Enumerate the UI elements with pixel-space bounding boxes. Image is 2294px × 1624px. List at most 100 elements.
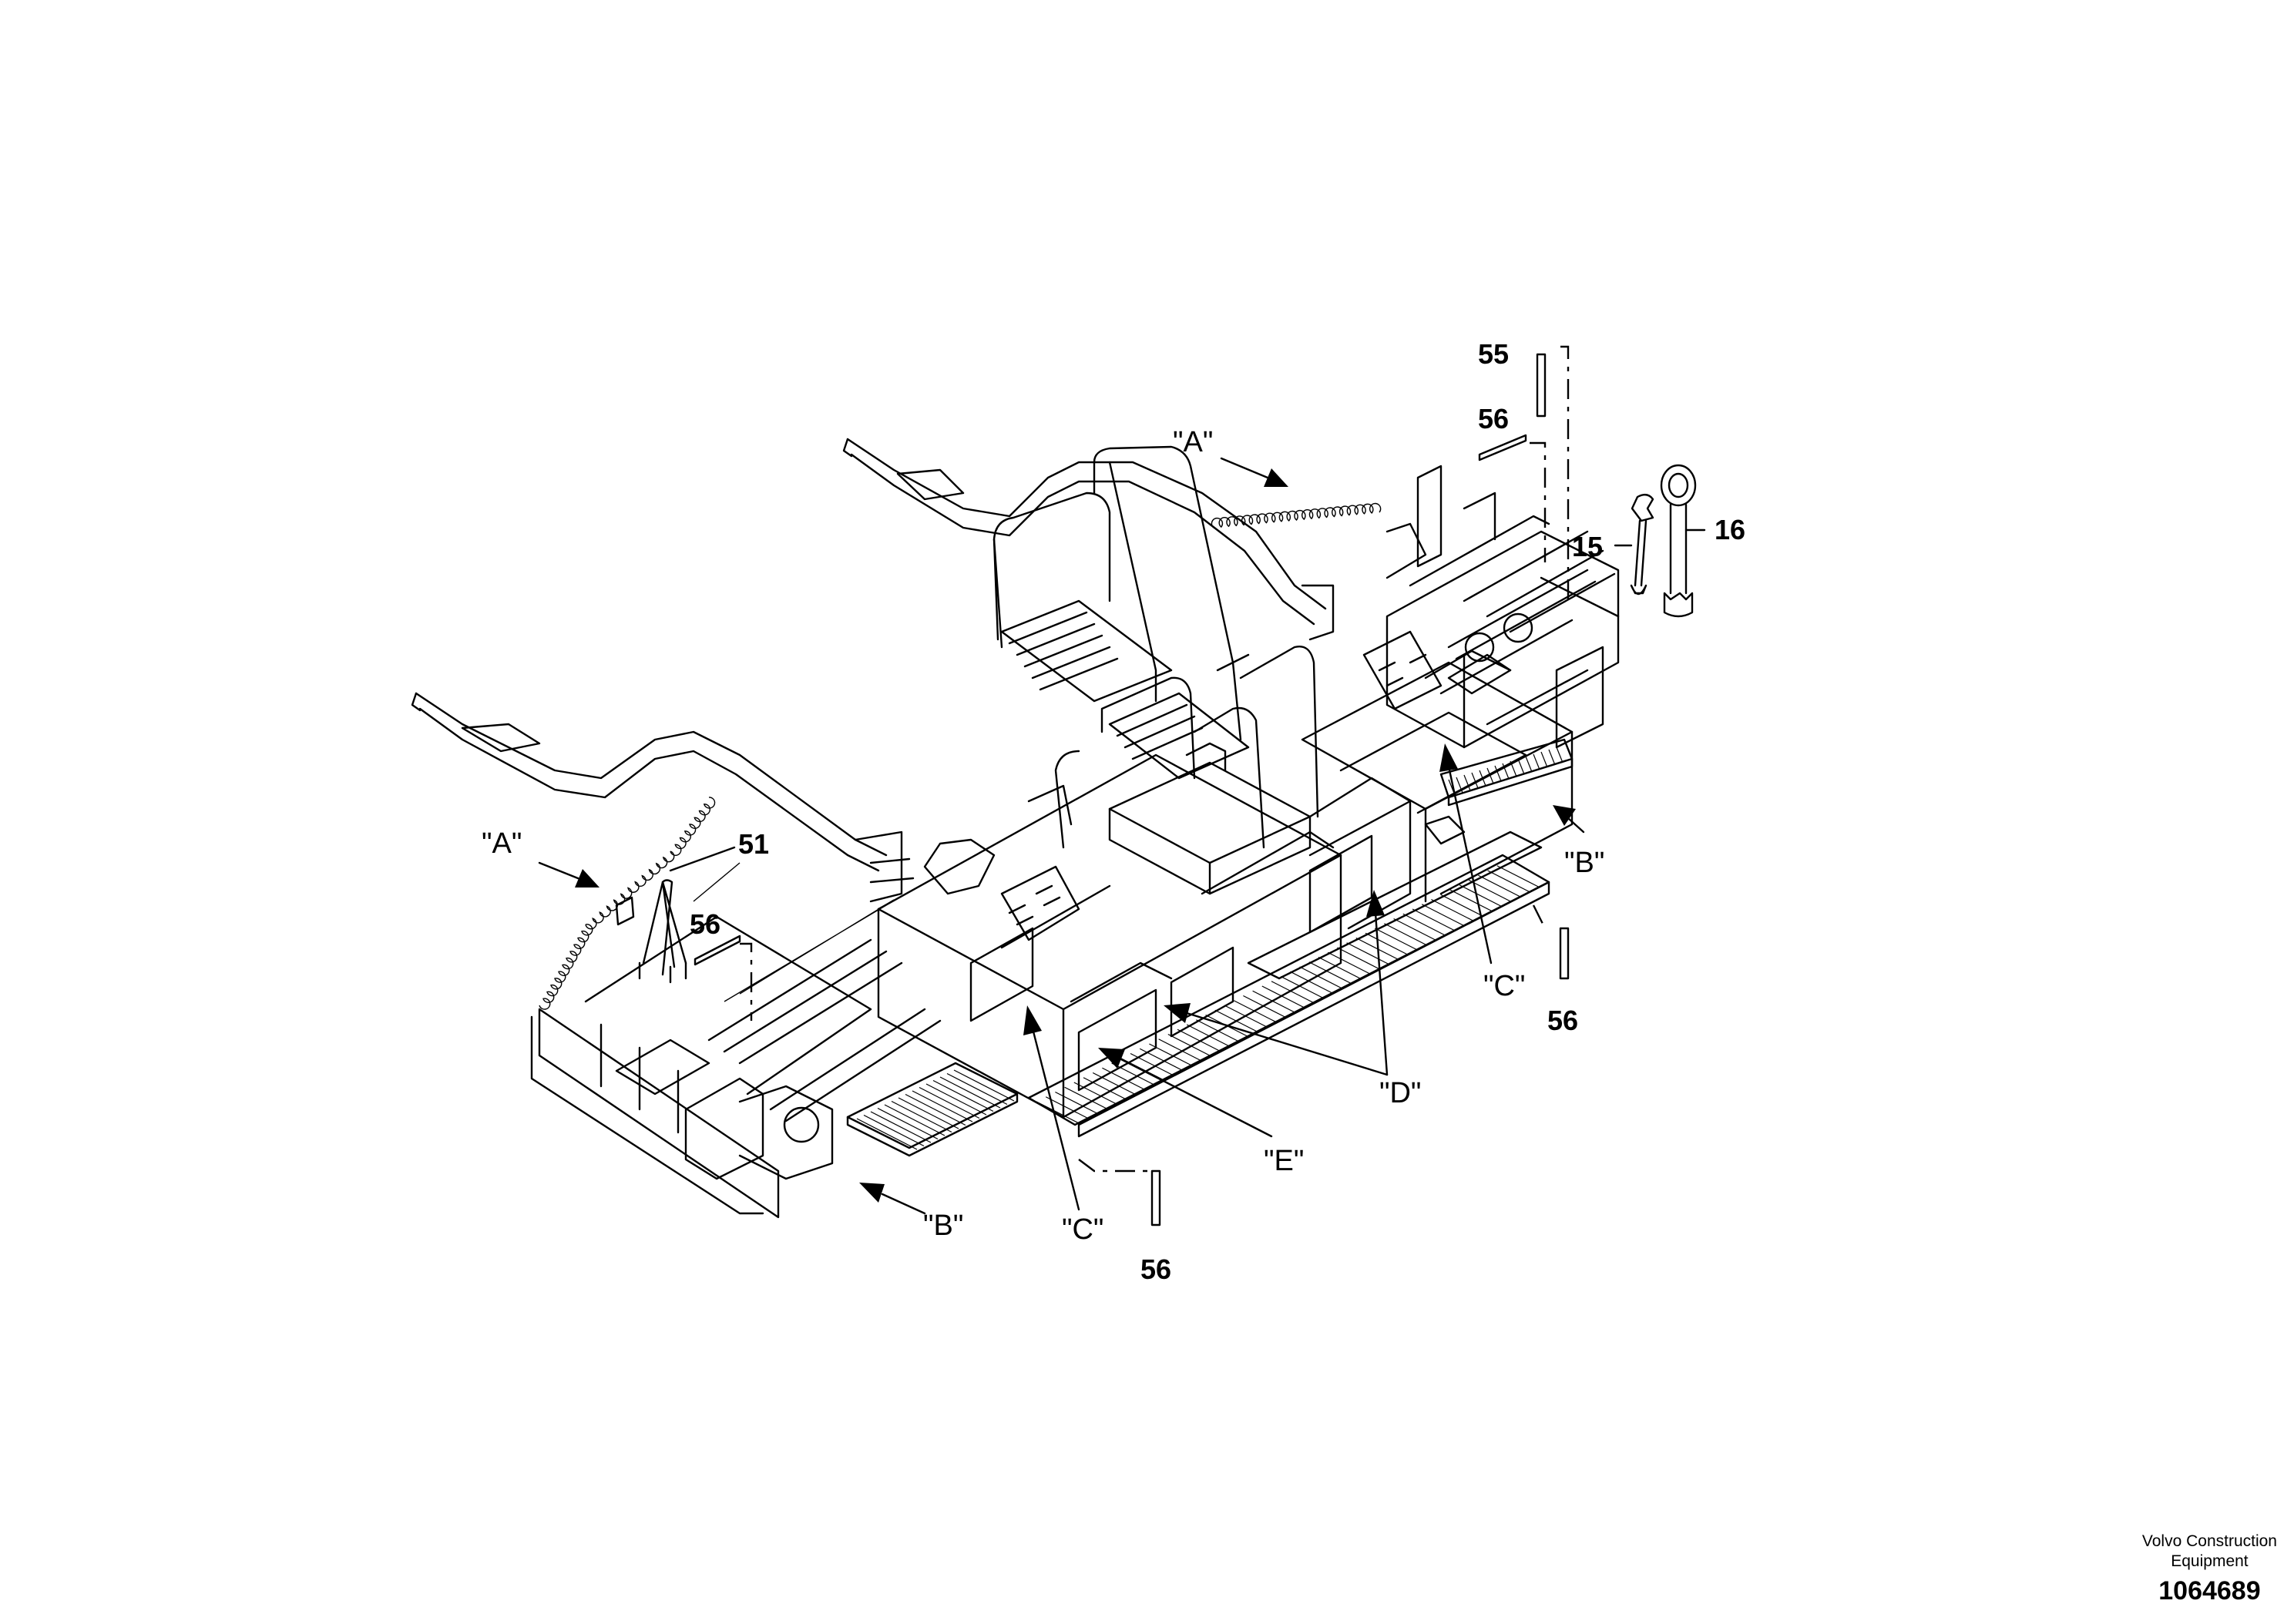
view-label-c-right: "C" [1483, 970, 1525, 1002]
grating-bar [1440, 894, 1483, 917]
grating-bar [1130, 1052, 1174, 1076]
grating-bar [1463, 774, 1471, 791]
grating-bar [1421, 904, 1465, 927]
view-arrows [538, 457, 1585, 1215]
grating-bar [1261, 985, 1305, 1008]
view-label-c-lower: "C" [1062, 1213, 1103, 1246]
grating-bar [1102, 1067, 1145, 1090]
part-56-decal-plates [694, 434, 1570, 1226]
drawing-footer: Volvo Construction Equipment 1064689 [2142, 1532, 2277, 1606]
coiled-cables [539, 502, 1382, 1010]
grating-bar [1149, 1043, 1192, 1066]
grating-bar [1365, 932, 1409, 955]
grating-bar [1487, 870, 1530, 893]
grating-bar [1517, 758, 1525, 775]
grating-bar [912, 1090, 973, 1122]
grating-bar [1064, 1086, 1107, 1109]
view-labels: "A" "A" "B" "B" "C" "C" "D" "E" [482, 426, 1604, 1246]
grating-bar [1036, 1101, 1080, 1124]
grating-bar [1468, 879, 1512, 903]
grating-bar [1456, 777, 1463, 794]
grating-bar [1308, 961, 1352, 985]
grating-bar [1412, 908, 1456, 931]
grating-bar [1402, 913, 1446, 936]
grating-bar [1055, 1091, 1098, 1115]
grating-bar [1083, 1077, 1127, 1100]
grating-bar [884, 1104, 945, 1136]
grating-bar [932, 1079, 994, 1112]
grating-bar [1502, 763, 1510, 780]
paver-chassis [530, 465, 1620, 1219]
grating-bar [1496, 865, 1540, 888]
operator-platform-rails [992, 445, 1319, 849]
grating-bar [1290, 971, 1333, 994]
part-number-labels: 55 56 15 16 51 56 56 56 [690, 338, 1745, 1285]
grating-bar [1374, 928, 1418, 951]
grating-bar [946, 1072, 1008, 1106]
grating-bar [1510, 760, 1517, 777]
label-part-56-left: 56 [690, 908, 720, 940]
grating-bar [870, 1111, 932, 1143]
grating-bar [1280, 975, 1324, 999]
view-label-e: "E" [1264, 1145, 1304, 1177]
grating-bar [1233, 1000, 1277, 1023]
grating-bar [1533, 753, 1540, 770]
view-label-b-lower: "B" [923, 1210, 963, 1242]
view-label-a-upper: "A" [1173, 426, 1213, 458]
grating-bar [1346, 942, 1389, 965]
label-part-55: 55 [1478, 338, 1509, 370]
coiled-cable [1211, 502, 1382, 528]
grating-bar [1337, 947, 1380, 970]
grating-bar [1494, 765, 1502, 782]
grating-bar [905, 1093, 966, 1126]
label-part-56-bottom: 56 [1140, 1253, 1171, 1285]
label-part-56-top: 56 [1478, 403, 1509, 435]
part-15-spanner [1630, 493, 1654, 596]
grating-bar [1186, 1024, 1230, 1047]
view-label-d: "D" [1379, 1077, 1421, 1109]
grating-bar [1548, 749, 1556, 766]
label-part-16: 16 [1715, 514, 1745, 545]
coiled-cable [539, 924, 593, 1010]
grating-bar [1393, 918, 1436, 941]
grating-bar [1318, 956, 1362, 980]
grating-bar [1478, 874, 1521, 898]
grating-bar [1111, 1062, 1154, 1085]
grating-bar [1479, 770, 1486, 787]
drawing-number: 1064689 [2158, 1576, 2261, 1606]
grating-bar [1471, 772, 1479, 789]
grating-bar [1459, 884, 1503, 908]
view-label-b-right: "B" [1564, 847, 1604, 879]
grating-bar [891, 1100, 952, 1133]
grating-bar [1525, 756, 1533, 773]
grating-bar [953, 1069, 1015, 1102]
grating-bar [919, 1086, 980, 1119]
grating-bar [898, 1097, 959, 1129]
grating-bar [1139, 1048, 1183, 1071]
part-16-ring-spanner [1660, 464, 1697, 618]
label-part-15: 15 [1572, 531, 1603, 562]
grating-bar [877, 1107, 939, 1140]
grating-bar [1214, 1009, 1258, 1032]
grating-bar [1092, 1072, 1136, 1096]
grating-bar [863, 1114, 925, 1147]
grating-bar [1449, 889, 1493, 912]
grating-bar [856, 1118, 918, 1150]
brand-line-1: Volvo Construction [2141, 1532, 2277, 1550]
grating-bar [1299, 966, 1342, 989]
grating-bar [1196, 1019, 1239, 1042]
grating-bar [1540, 751, 1548, 768]
grating-bar [1243, 995, 1286, 1018]
grating-bar [939, 1076, 1001, 1109]
label-part-51: 51 [738, 828, 769, 860]
part-55-plate [1536, 345, 1570, 601]
grating-bar [1252, 990, 1295, 1013]
operator-console [923, 630, 1512, 941]
walkway-gratings [846, 738, 1574, 1157]
grating-bar [1177, 1028, 1221, 1052]
brand-line-2: Equipment [2171, 1552, 2249, 1570]
tow-arms [411, 438, 1335, 903]
grating-bar [1167, 1033, 1211, 1057]
